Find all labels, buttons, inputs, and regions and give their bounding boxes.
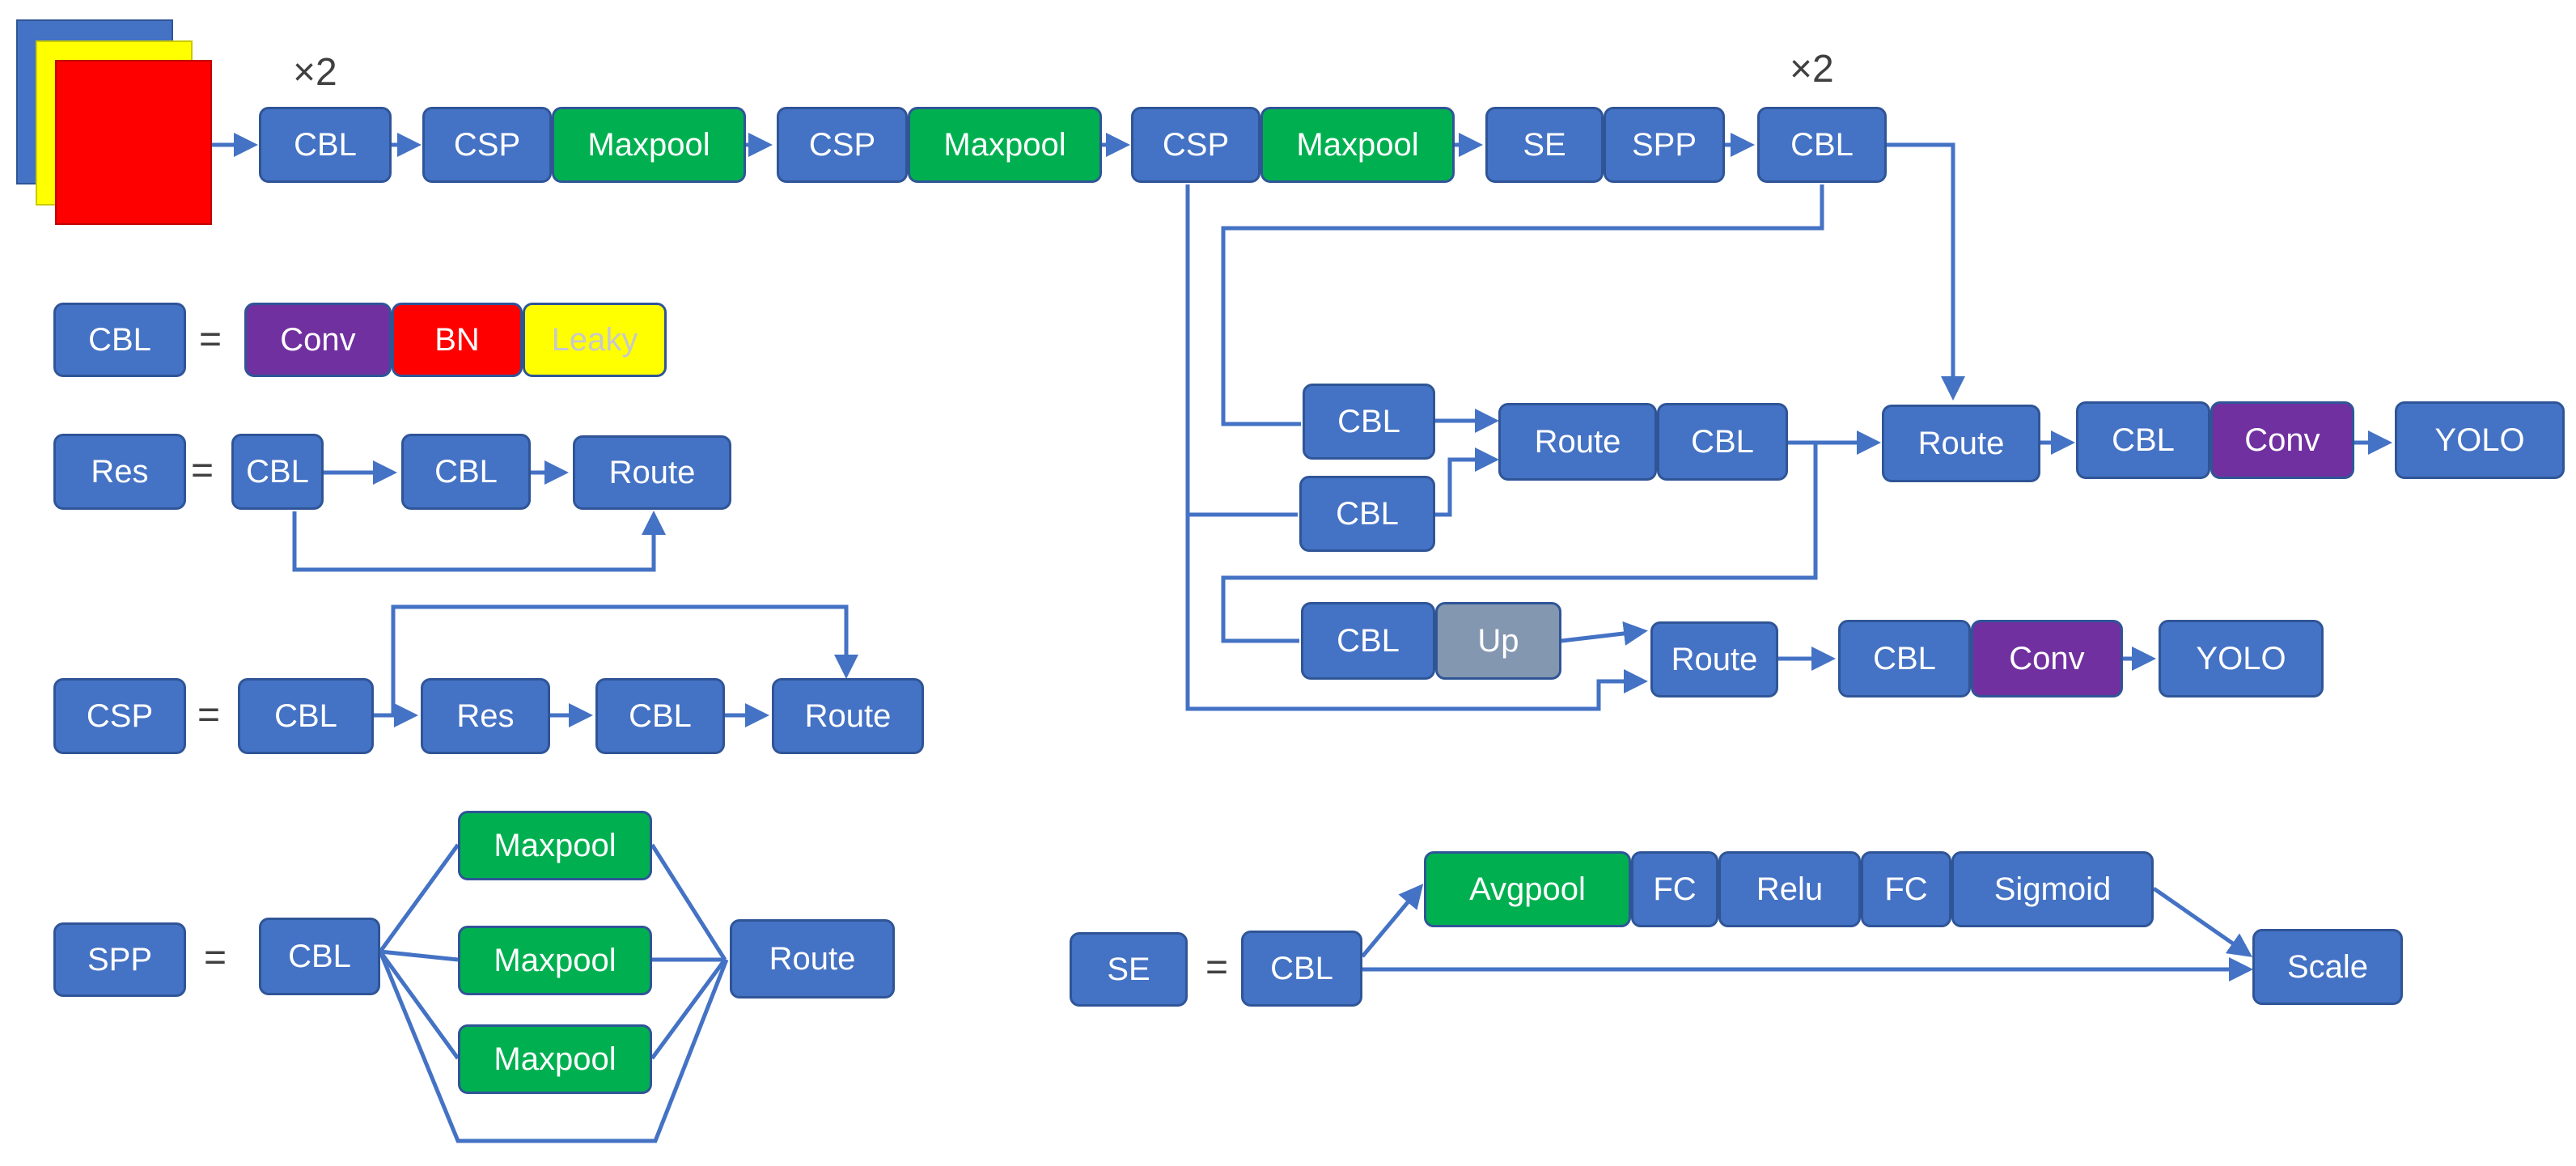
csp-block: CSP (1131, 107, 1260, 183)
legend-cbl-label: CBL (53, 303, 186, 377)
cbl-block: CBL (231, 434, 324, 510)
leaky-block: Leaky (523, 303, 667, 377)
cbl-block: CBL (1657, 403, 1788, 481)
cbl-block: CBL (1838, 620, 1971, 697)
route-block: Route (1498, 403, 1657, 481)
relu-block: Relu (1718, 851, 1861, 927)
conv-block: Conv (244, 303, 392, 377)
bn-block: BN (392, 303, 523, 377)
cbl-block: CBL (259, 918, 380, 995)
legend-res-label: Res (53, 434, 186, 510)
cbl-block: CBL (259, 107, 392, 183)
yolo-block: YOLO (2159, 620, 2324, 697)
fc-block: FC (1631, 851, 1718, 927)
se-block: SE (1485, 107, 1604, 183)
fc-block: FC (1861, 851, 1951, 927)
conv-block: Conv (1971, 620, 2123, 697)
maxpool-block: Maxpool (458, 926, 652, 995)
maxpool-block: Maxpool (908, 107, 1102, 183)
cbl-block: CBL (2076, 401, 2210, 479)
maxpool-block: Maxpool (552, 107, 746, 183)
legend-csp-label: CSP (53, 678, 186, 754)
equals-sign: = (199, 318, 222, 361)
repeat-label: ×2 (293, 51, 337, 94)
repeat-label: ×2 (1790, 48, 1834, 91)
yolo-block: YOLO (2395, 401, 2565, 479)
cbl-block: CBL (1241, 931, 1362, 1007)
sigmoid-block: Sigmoid (1951, 851, 2154, 927)
legend-se-label: SE (1070, 932, 1188, 1007)
cbl-block: CBL (238, 678, 374, 754)
upsample-block: Up (1435, 602, 1561, 680)
cbl-block: CBL (1299, 476, 1435, 552)
cbl-block: CBL (401, 434, 531, 510)
cbl-block: CBL (1757, 107, 1887, 183)
route-block: Route (1882, 405, 2040, 482)
csp-block: CSP (777, 107, 908, 183)
equals-sign: = (191, 449, 214, 492)
maxpool-block: Maxpool (1260, 107, 1455, 183)
spp-block: SPP (1604, 107, 1725, 183)
route-block: Route (730, 919, 895, 999)
csp-block: CSP (422, 107, 552, 183)
scale-block: Scale (2252, 929, 2403, 1005)
cbl-block: CBL (1301, 602, 1435, 680)
equals-sign: = (197, 693, 221, 736)
res-block: Res (421, 678, 550, 754)
legend-spp-label: SPP (53, 922, 186, 997)
cbl-block: CBL (1303, 384, 1435, 460)
route-block: Route (1650, 621, 1778, 697)
avgpool-block: Avgpool (1424, 851, 1631, 927)
input-tensor-front (55, 60, 212, 225)
maxpool-block: Maxpool (458, 811, 652, 880)
equals-sign: = (1205, 946, 1229, 989)
maxpool-block: Maxpool (458, 1024, 652, 1094)
conv-block: Conv (2210, 401, 2354, 479)
route-block: Route (573, 435, 731, 510)
cbl-block: CBL (595, 678, 725, 754)
route-block: Route (772, 678, 924, 754)
equals-sign: = (204, 936, 227, 979)
